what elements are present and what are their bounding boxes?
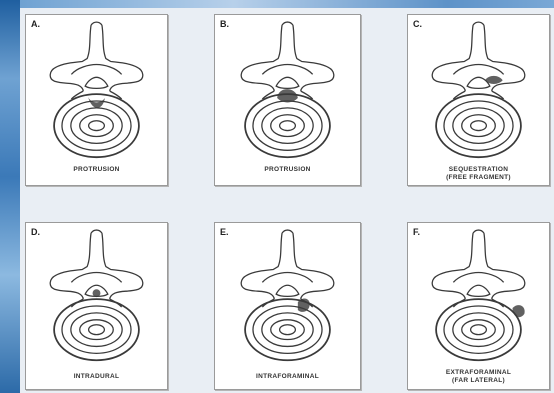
vertebra-diagram-e: [215, 223, 360, 389]
vertebra-diagram-b: [215, 15, 360, 185]
figure-panel-d: D. Intradural: [25, 222, 168, 390]
panel-caption: Sequestration (Free Fragment): [408, 166, 549, 182]
figure-panel-e: E. Intraforaminal: [214, 222, 361, 390]
caption-line-1: Intraforaminal: [215, 373, 360, 381]
caption-line-2: (Far Lateral): [408, 377, 549, 385]
figure-panel-c: C. Sequestration (Free Fragment): [407, 14, 550, 186]
panel-caption: Protrusion: [26, 166, 167, 174]
panel-caption: Protrusion: [215, 166, 360, 174]
figure-panel-a: A. Protrusion: [25, 14, 168, 186]
panel-letter: F.: [413, 227, 420, 237]
vertebra-diagram-f: [408, 223, 549, 389]
caption-line-1: Intradural: [26, 373, 167, 381]
figure-panel-f: F. Extraforaminal (Far Lateral): [407, 222, 550, 390]
panel-letter: A.: [31, 19, 40, 29]
vertebra-diagram-d: [26, 223, 167, 389]
panel-letter: B.: [220, 19, 229, 29]
panel-letter: D.: [31, 227, 40, 237]
vertebra-diagram-c: [408, 15, 549, 185]
panel-letter: C.: [413, 19, 422, 29]
left-decorative-band: [0, 0, 20, 393]
top-decorative-band: [20, 0, 554, 8]
caption-line-1: Sequestration: [408, 166, 549, 174]
panel-caption: Intraforaminal: [215, 373, 360, 381]
caption-line-1: Extraforaminal: [408, 369, 549, 377]
caption-line-1: Protrusion: [215, 166, 360, 174]
panel-letter: E.: [220, 227, 229, 237]
caption-line-2: (Free Fragment): [408, 174, 549, 182]
panel-caption: Extraforaminal (Far Lateral): [408, 369, 549, 385]
caption-line-1: Protrusion: [26, 166, 167, 174]
vertebra-diagram-a: [26, 15, 167, 185]
panel-caption: Intradural: [26, 373, 167, 381]
figure-panel-b: B. Protrusion: [214, 14, 361, 186]
